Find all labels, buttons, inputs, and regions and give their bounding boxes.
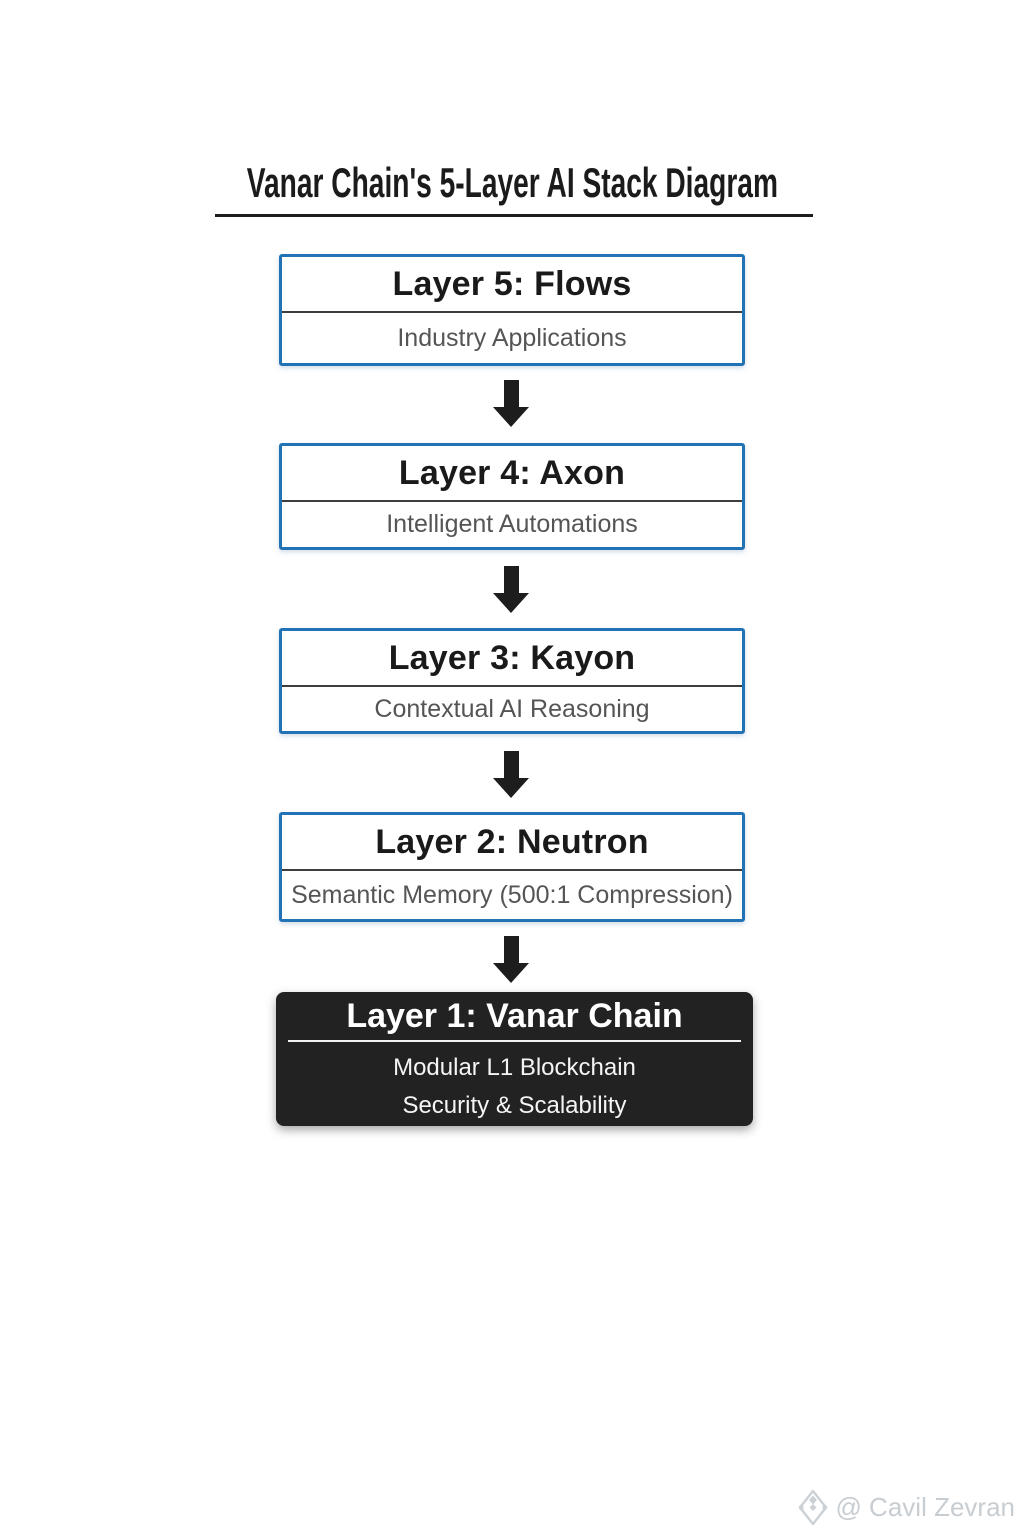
down-arrow-icon — [493, 566, 529, 613]
watermark: @ Cavil Zevran — [798, 1489, 1015, 1526]
layer-box-5-flows: Layer 5: Flows Industry Applications — [279, 254, 745, 366]
down-arrow-icon — [493, 936, 529, 983]
layer-box-1-vanar-chain: Layer 1: Vanar Chain Modular L1 Blockcha… — [276, 992, 753, 1126]
layer-box-4-axon: Layer 4: Axon Intelligent Automations — [279, 443, 745, 550]
layer-4-subtitle: Intelligent Automations — [386, 510, 638, 538]
layer-1-line-1: Modular L1 Blockchain — [393, 1054, 636, 1081]
layer-2-title: Layer 2: Neutron — [282, 815, 742, 871]
layer-box-2-neutron: Layer 2: Neutron Semantic Memory (500:1 … — [279, 812, 745, 922]
layer-3-subtitle: Contextual AI Reasoning — [374, 694, 650, 723]
layer-5-subtitle: Industry Applications — [397, 323, 627, 352]
page-title: Vanar Chain's 5-Layer AI Stack Diagram — [246, 159, 778, 206]
watermark-handle: @ Cavil Zevran — [835, 1492, 1015, 1522]
diamond-logo-icon — [799, 1489, 828, 1526]
layer-2-subtitle: Semantic Memory (500:1 Compression) — [291, 880, 733, 909]
layer-4-title: Layer 4: Axon — [282, 446, 742, 502]
title-underline — [215, 214, 813, 217]
layer-1-title: Layer 1: Vanar Chain — [288, 992, 741, 1042]
layer-3-title: Layer 3: Kayon — [282, 631, 742, 687]
down-arrow-icon — [493, 380, 529, 427]
layer-box-3-kayon: Layer 3: Kayon Contextual AI Reasoning — [279, 628, 745, 734]
layer-1-line-2: Security & Scalability — [402, 1092, 627, 1119]
layer-5-title: Layer 5: Flows — [282, 257, 742, 313]
down-arrow-icon — [493, 751, 529, 798]
